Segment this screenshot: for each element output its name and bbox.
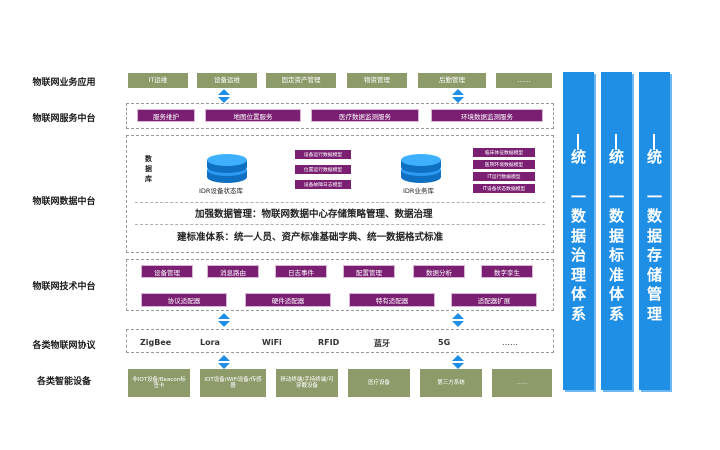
standards-column: 统一数据标准体系 <box>601 72 632 390</box>
service-box: 服务维护 <box>137 109 195 122</box>
divider <box>135 224 545 225</box>
double-arrow-icon <box>452 313 464 327</box>
db-label: 数据库 <box>145 155 152 183</box>
service-box: 地图位置服务 <box>205 109 301 122</box>
tech-module-box: 数据分析 <box>413 265 465 278</box>
protocol-label: …… <box>502 338 518 347</box>
device-box: 医疗设备 <box>348 369 410 397</box>
app-box: …… <box>496 73 552 88</box>
right-model-tag: IT运行数据模型 <box>473 172 535 181</box>
service-platform-panel: 服务维护 地图位置服务 医疗数据监测服务 环境数据监测服务 <box>126 103 554 129</box>
row-label-tech-platform: 物联网技术中台 <box>32 282 96 292</box>
device-box: 移动终端/手持终端/可穿戴设备 <box>276 369 338 397</box>
app-box: 设备运维 <box>197 73 257 88</box>
service-box: 医疗数据监测服务 <box>311 109 419 122</box>
app-box: 固定资产管理 <box>266 73 336 88</box>
database-icon <box>207 154 247 183</box>
protocol-label: RFID <box>318 338 340 347</box>
device-box: 第三方系统 <box>420 369 482 397</box>
service-box: 环境数据监测服务 <box>431 109 543 122</box>
db-left-label: IDR设备状态库 <box>199 187 243 195</box>
standard-system-text: 建标准体系：统一人员、资产标准基础字典、统一数据格式标准 <box>177 232 444 243</box>
right-model-tag: IT设备状态数据模型 <box>473 184 535 193</box>
adapter-box: 适配器扩展 <box>451 293 537 307</box>
storage-column-text: 统一数据存储管理 <box>646 148 662 323</box>
adapter-box: 特有适配器 <box>349 293 435 307</box>
double-arrow-icon <box>218 89 230 103</box>
row-label-devices: 各类智能设备 <box>36 377 91 387</box>
column-divider <box>577 134 579 150</box>
device-box: 非IOT设备/Beacon标签卡 <box>128 369 190 397</box>
protocol-label: ZigBee <box>140 338 172 347</box>
tech-module-box: 配置管理 <box>343 265 395 278</box>
db-right-label: IDR业务库 <box>403 187 434 195</box>
standards-column-text: 统一数据标准体系 <box>608 148 624 323</box>
tech-platform-panel: 设备管理 消息路由 日志事件 配置管理 数据分析 数字孪生 协议适配器 硬件适配… <box>126 259 554 311</box>
data-platform-panel: 数据库 IDR设备状态库 设备运行数据模型 位置运行数据模型 设备故障日志模型 … <box>126 135 554 253</box>
right-model-tag: 临床体征数据模型 <box>473 148 535 157</box>
tech-module-box: 消息路由 <box>207 265 259 278</box>
left-model-tag: 设备运行数据模型 <box>295 150 351 159</box>
row-label-data-platform: 物联网数据中台 <box>32 197 96 207</box>
right-model-tag: 医院环境数据模型 <box>473 160 535 169</box>
left-model-tag: 设备故障日志模型 <box>295 180 351 189</box>
double-arrow-icon <box>452 89 464 103</box>
governance-column-text: 统一数据治理体系 <box>570 148 586 323</box>
tech-module-box: 日志事件 <box>275 265 327 278</box>
app-box: 后勤管理 <box>418 73 486 88</box>
row-label-business-apps: 物联网业务应用 <box>32 78 96 88</box>
device-box: IOT设备/WiFi设备/传感器 <box>200 369 266 397</box>
adapter-box: 硬件适配器 <box>245 293 331 307</box>
row-label-service-platform: 物联网服务中台 <box>32 114 96 124</box>
governance-column: 统一数据治理体系 <box>563 72 594 390</box>
device-box: …… <box>492 369 552 397</box>
database-icon <box>401 154 441 183</box>
divider <box>135 202 545 203</box>
protocols-panel <box>126 329 554 353</box>
app-box: 物资管理 <box>347 73 407 88</box>
row-label-protocols: 各类物联网协议 <box>32 341 96 351</box>
storage-column: 统一数据存储管理 <box>639 72 670 390</box>
double-arrow-icon <box>452 355 464 369</box>
column-divider <box>615 134 617 150</box>
protocol-label: 5G <box>438 338 451 347</box>
app-box: IT运维 <box>128 73 188 88</box>
tech-module-box: 设备管理 <box>141 265 193 278</box>
protocol-label: WiFi <box>262 338 282 347</box>
left-model-tag: 位置运行数据模型 <box>295 165 351 174</box>
column-divider <box>653 134 655 150</box>
double-arrow-icon <box>218 355 230 369</box>
adapter-box: 协议适配器 <box>141 293 227 307</box>
protocol-label: Lora <box>200 338 220 347</box>
data-management-text: 加强数据管理：物联网数据中心存储策略管理、数据治理 <box>195 209 433 220</box>
double-arrow-icon <box>218 313 230 327</box>
protocol-label: 蓝牙 <box>374 339 390 348</box>
tech-module-box: 数字孪生 <box>481 265 533 278</box>
